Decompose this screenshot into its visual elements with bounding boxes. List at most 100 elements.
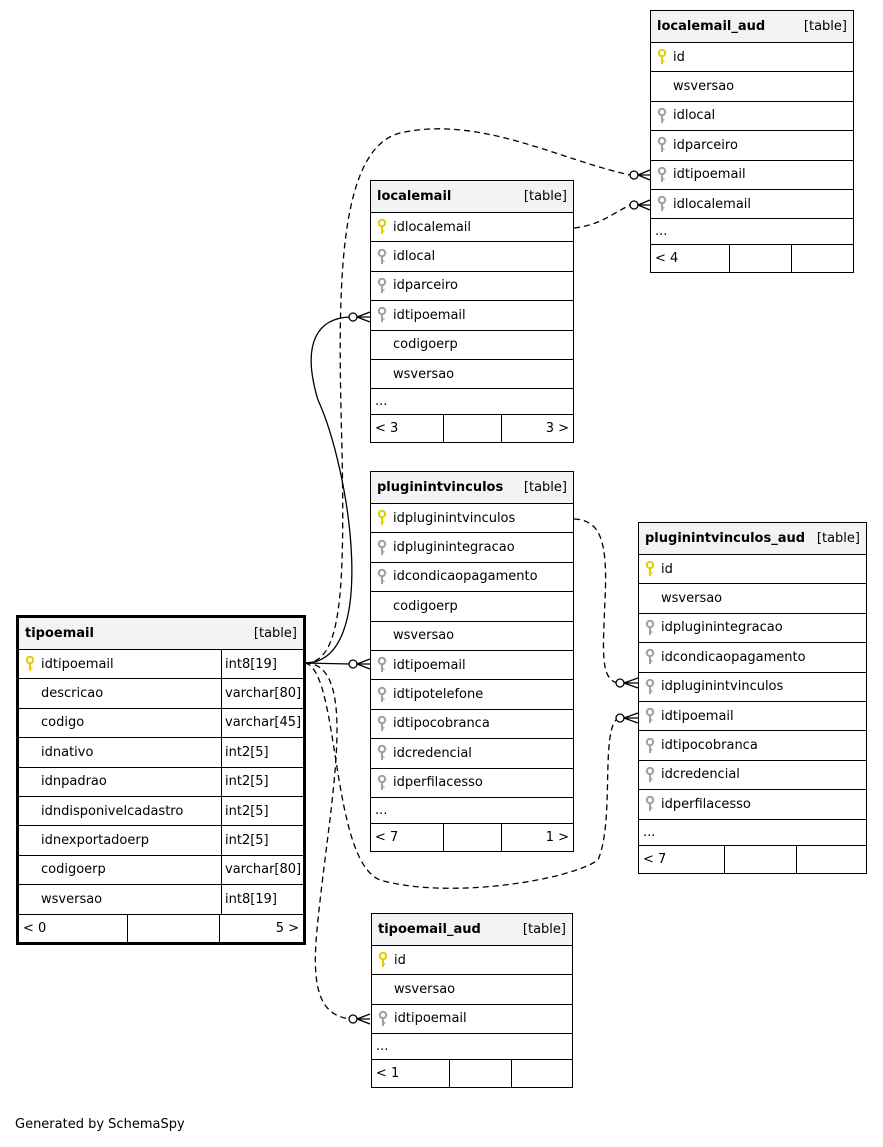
foreign-key-icon [657, 166, 667, 182]
column-row[interactable]: id [639, 555, 866, 585]
table-name[interactable]: tipoemail_aud [378, 922, 481, 937]
table-header[interactable]: tipoemail[table] [19, 618, 303, 650]
column-row[interactable]: codigoerp [371, 331, 573, 360]
table-name[interactable]: tipoemail [25, 626, 94, 641]
column-row[interactable]: idlocalemail [651, 190, 853, 220]
column-row[interactable]: wsversao [371, 622, 573, 651]
column-row[interactable]: idperfilacesso [371, 769, 573, 798]
column-row[interactable]: idpluginintegracao [371, 533, 573, 563]
table-type: [table] [522, 922, 566, 937]
table-header[interactable]: pluginintvinculos[table] [371, 472, 573, 504]
column-row[interactable]: id [372, 946, 572, 976]
table-name[interactable]: pluginintvinculos_aud [645, 531, 806, 546]
column-row[interactable]: idlocal [651, 102, 853, 132]
column-row[interactable]: idtipoemail [651, 161, 853, 190]
foreign-key-icon [645, 678, 655, 694]
foreign-key-icon [657, 107, 667, 123]
column-row[interactable]: idpluginintvinculos [371, 504, 573, 534]
column-type: varchar[80] [221, 855, 303, 885]
more-columns: ... [639, 820, 866, 846]
parents-count[interactable]: < 0 [23, 920, 47, 936]
table-header[interactable]: tipoemail_aud [table] [372, 914, 572, 946]
primary-key-icon [377, 219, 387, 235]
children-count[interactable] [796, 845, 866, 873]
column-row[interactable]: idperfilacesso [639, 790, 866, 820]
foreign-key-icon [377, 774, 387, 790]
column-row[interactable]: wsversao [371, 360, 573, 390]
table-name[interactable]: pluginintvinculos [377, 480, 504, 495]
table-header[interactable]: localemail[table] [371, 181, 573, 213]
key-slot [639, 649, 661, 665]
column-name: idtipoemail [41, 656, 114, 672]
footer-middle [724, 845, 796, 873]
column-name: idnativo [41, 744, 94, 760]
table-name[interactable]: localemail_aud [657, 19, 766, 34]
foreign-key-icon [657, 196, 667, 212]
foreign-key-icon [377, 657, 387, 673]
column-row[interactable]: idparceiro [651, 131, 853, 161]
key-slot [371, 219, 393, 235]
column-row[interactable]: idpluginintvinculos [639, 673, 866, 702]
column-row[interactable]: idcredencial [371, 739, 573, 769]
column-row[interactable]: idtipotelefone [371, 680, 573, 710]
column-row[interactable]: id [651, 43, 853, 73]
column-row[interactable]: codigoerp [371, 592, 573, 622]
edge-tipoemail-to-pluginintvinculos-aud [304, 662, 619, 889]
parents-count[interactable]: < 1 [376, 1066, 400, 1082]
column-row[interactable]: idlocal [371, 242, 573, 272]
column-type: int2[5] [221, 738, 303, 767]
column-row[interactable]: idnativo int2[5] [19, 738, 303, 768]
column-row[interactable]: idtipocobranca [639, 731, 866, 761]
crow-foot [637, 199, 651, 211]
table-header[interactable]: pluginintvinculos_aud[table] [639, 523, 866, 555]
column-row[interactable]: idcondicaopagamento [371, 563, 573, 593]
key-slot [371, 745, 393, 761]
column-row[interactable]: idtipoemail [371, 651, 573, 681]
column-row[interactable]: idtipoemail [639, 702, 866, 732]
column-row[interactable]: idparceiro [371, 272, 573, 302]
table-pluginintvinculos[interactable]: pluginintvinculos[table]idpluginintvincu… [370, 471, 574, 852]
children-count[interactable] [511, 1060, 572, 1088]
column-row[interactable]: wsversao [639, 584, 866, 614]
children-count[interactable]: 5 > [219, 914, 303, 942]
column-row[interactable]: idcondicaopagamento [639, 643, 866, 673]
column-name: idtipocobranca [393, 716, 490, 732]
column-row[interactable]: idlocalemail [371, 213, 573, 243]
column-name: codigoerp [393, 598, 458, 614]
column-row[interactable]: wsversao [372, 975, 572, 1005]
column-row[interactable]: idtipoemail [372, 1005, 572, 1035]
parents-count[interactable]: < 7 [375, 829, 399, 845]
crow-foot [356, 1013, 371, 1025]
column-row[interactable]: idcredencial [639, 761, 866, 791]
parents-count[interactable]: < 3 [375, 421, 399, 437]
parents-count[interactable]: < 4 [655, 251, 679, 267]
table-header[interactable]: localemail_aud[table] [651, 11, 853, 43]
parents-count[interactable]: < 7 [643, 851, 667, 867]
column-type: int2[5] [221, 796, 303, 826]
children-count[interactable]: 3 > [501, 415, 573, 443]
column-name: descricao [41, 686, 104, 702]
column-row[interactable]: idtipocobranca [371, 710, 573, 740]
children-count[interactable] [791, 245, 853, 273]
table-name[interactable]: localemail [377, 189, 452, 204]
key-slot [651, 49, 673, 65]
column-row[interactable]: idpluginintegracao [639, 614, 866, 644]
edge-localemail-to-localemail-aud [573, 204, 631, 229]
children-count[interactable]: 1 > [501, 823, 573, 851]
footer-middle [127, 914, 219, 942]
column-row[interactable]: idtipoemail [371, 301, 573, 331]
column-row[interactable]: wsversao [651, 72, 853, 102]
